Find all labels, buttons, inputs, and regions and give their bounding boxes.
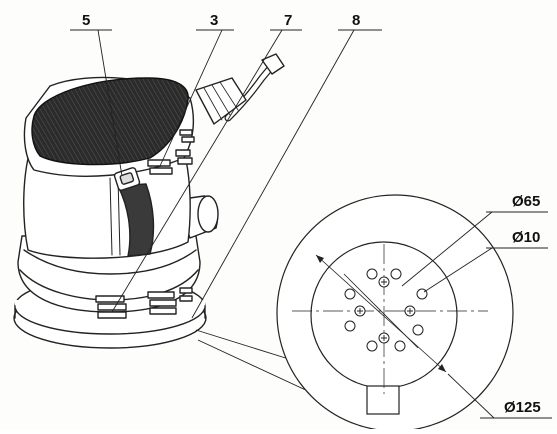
upper-vents — [147, 129, 195, 175]
detail-magnifier — [195, 194, 552, 432]
callout-leaders — [70, 29, 382, 319]
dust-holes — [344, 268, 428, 352]
callout-8: 8 — [352, 12, 360, 29]
detail-tab — [366, 385, 400, 415]
callout-5: 5 — [82, 12, 90, 29]
cord-plug — [261, 53, 285, 75]
dim-outer-diameter: Ø125 — [504, 399, 541, 416]
strain-relief — [195, 77, 247, 125]
sander-body — [13, 53, 285, 349]
lower-vents — [95, 287, 193, 319]
grip-groove — [117, 183, 155, 257]
dim-hole-diameter: Ø10 — [512, 229, 540, 246]
callout-3: 3 — [210, 12, 218, 29]
grip-pad — [31, 77, 189, 166]
hole-crosses — [357, 279, 413, 341]
callout-7: 7 — [284, 12, 292, 29]
dim-pattern-diameter: Ø65 — [512, 193, 540, 210]
